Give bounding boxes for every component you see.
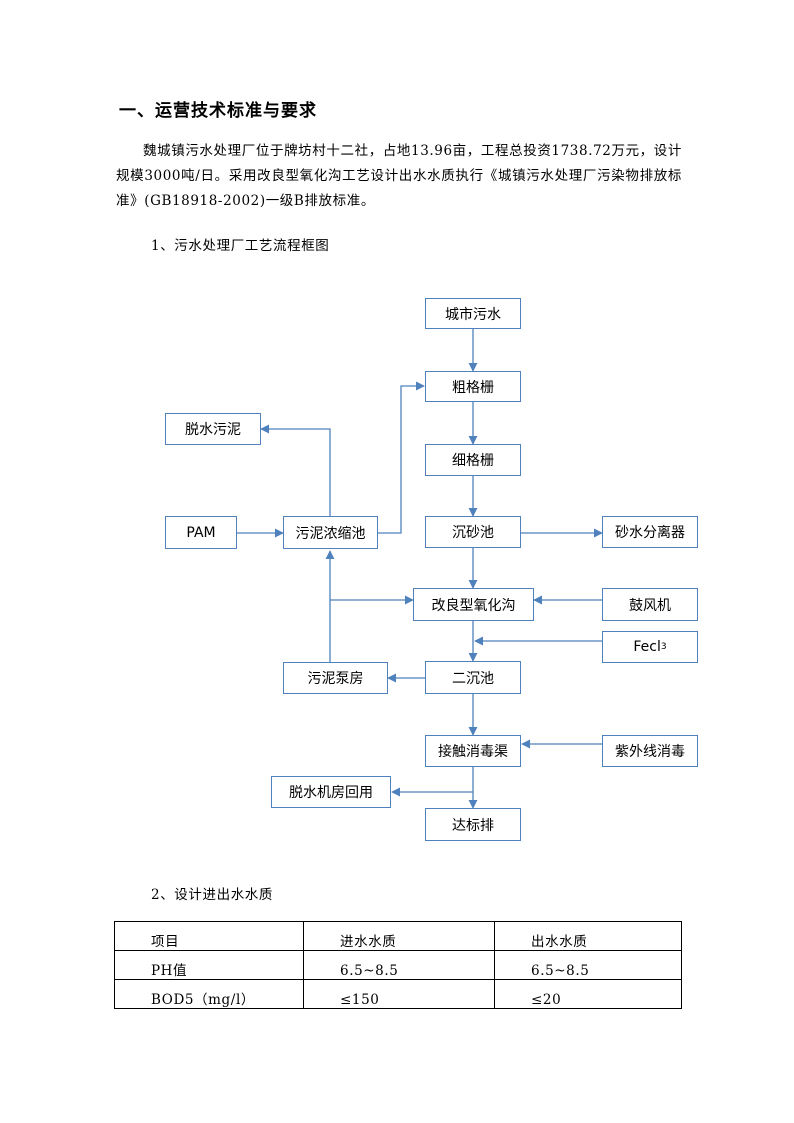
box-contact-disinfection: 接触消毒渠 xyxy=(425,735,521,767)
box-oxidation-ditch: 改良型氧化沟 xyxy=(413,588,534,621)
box-fine-screen: 细格栅 xyxy=(425,444,521,476)
section-heading: 一、运营技术标准与要求 xyxy=(119,101,317,121)
table-header-cell: 进水水质 xyxy=(303,921,495,951)
water-quality-table: 项目 进水水质 出水水质 PH值 6.5~8.5 6.5~8.5 BOD5（mg… xyxy=(114,921,682,1009)
box-uv-disinfection: 紫外线消毒 xyxy=(602,735,698,767)
table-cell: BOD5（mg/l） xyxy=(114,979,304,1009)
box-sludge-thickener: 污泥浓缩池 xyxy=(283,516,378,549)
table-cell: 6.5~8.5 xyxy=(494,950,682,980)
fecl3-subscript: 3 xyxy=(660,642,667,652)
box-city-sewage: 城市污水 xyxy=(425,298,521,329)
intro-paragraph: 魏城镇污水处理厂位于牌坊村十二社，占地13.96亩，工程总投资1738.72万元… xyxy=(116,139,682,214)
arrow-thickener-to-dewatered xyxy=(260,424,331,518)
table-cell: ≤20 xyxy=(494,979,682,1009)
table-row: BOD5（mg/l） ≤150 ≤20 xyxy=(114,979,682,1009)
intro-text: 魏城镇污水处理厂位于牌坊村十二社，占地13.96亩，工程总投资1738.72万元… xyxy=(116,143,682,209)
box-sand-separator: 砂水分离器 xyxy=(602,516,698,548)
box-discharge: 达标排 xyxy=(425,808,521,841)
water-quality-title: 2、设计进出水水质 xyxy=(151,887,273,903)
box-sludge-pump-house: 污泥泵房 xyxy=(283,662,388,694)
box-grit-chamber: 沉砂池 xyxy=(425,516,521,548)
box-blower: 鼓风机 xyxy=(602,588,698,621)
fecl3-label: Fecl xyxy=(633,639,661,655)
box-secondary-clarifier: 二沉池 xyxy=(425,661,521,694)
arrow-thickener-to-coarse xyxy=(378,381,425,534)
box-coarse-screen: 粗格栅 xyxy=(425,371,521,402)
table-cell: ≤150 xyxy=(303,979,495,1009)
table-header-cell: 项目 xyxy=(114,921,304,951)
flowchart-title: 1、污水处理厂工艺流程框图 xyxy=(151,238,330,254)
box-pam: PAM xyxy=(165,516,237,549)
box-dewatered-sludge: 脱水污泥 xyxy=(165,413,261,445)
box-dewatering-reuse: 脱水机房回用 xyxy=(271,776,391,808)
